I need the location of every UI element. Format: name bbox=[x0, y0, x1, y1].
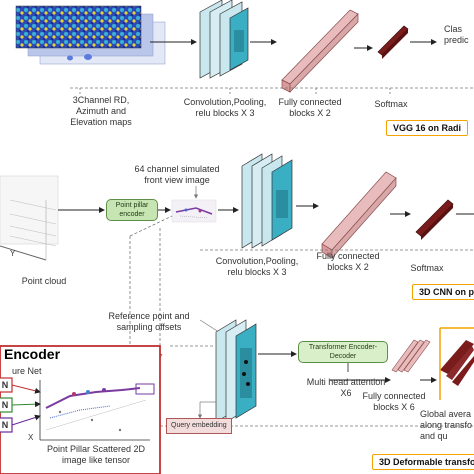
top-conv-label: Convolution,Pooling, relu blocks X 3 bbox=[183, 97, 267, 118]
feature-net-label: ure Net bbox=[12, 366, 42, 376]
middle-fc-bar bbox=[321, 171, 397, 259]
encoder-n1: N bbox=[1, 380, 9, 390]
tag-3d-deformable: 3D Deformable transfo bbox=[372, 454, 474, 470]
axis-y-label: Y bbox=[10, 249, 16, 258]
encoder-axis-x: X bbox=[28, 433, 34, 442]
encoder-n3: N bbox=[1, 420, 9, 430]
tag-vgg16: VGG 16 on Radi bbox=[386, 120, 469, 136]
transformer-box: Transformer Encoder- Decoder bbox=[298, 341, 388, 363]
encoder-n-boxes bbox=[0, 377, 41, 433]
transformer-blocks bbox=[215, 319, 257, 423]
mid-conv-label: Convolution,Pooling, relu blocks X 3 bbox=[215, 256, 299, 277]
global-average-label: Global avera along transfo and qu bbox=[420, 409, 473, 441]
top-fc-label: Fully connected blocks X 2 bbox=[278, 97, 342, 118]
point-pillar-encoder-box: Point pillar encoder bbox=[106, 199, 158, 221]
encoder-scatter-plot bbox=[39, 380, 155, 441]
top-output-label: Clas predic bbox=[444, 24, 469, 45]
point-cloud-label: Point cloud bbox=[21, 276, 67, 286]
encoder-panel-border bbox=[0, 345, 161, 474]
top-softmax-bar bbox=[377, 25, 409, 59]
bottom-fc-blocks bbox=[391, 339, 431, 373]
global-average-bars bbox=[439, 327, 474, 400]
tag-3dcnn: 3D CNN on p bbox=[412, 284, 474, 300]
point-cloud-axes bbox=[0, 175, 59, 261]
mid-softmax-label: Softmax bbox=[410, 263, 444, 273]
ref-point-label: Reference point and sampling offsets bbox=[108, 311, 190, 332]
simulated-front-view bbox=[171, 199, 217, 223]
sim-image-label: 64 channel simulated front view image bbox=[134, 164, 220, 185]
mha-label: Multi head attention X6 bbox=[306, 377, 386, 398]
middle-conv-blocks bbox=[241, 153, 293, 249]
top-softmax-label: Softmax bbox=[374, 99, 408, 109]
mid-fc-label: Fully connected blocks X 2 bbox=[316, 251, 380, 272]
bottom-fc-label: Fully connected blocks X 6 bbox=[362, 391, 426, 412]
encoder-title: Encoder bbox=[4, 346, 61, 362]
top-fc-bar bbox=[281, 9, 359, 93]
middle-softmax-bar bbox=[415, 199, 454, 240]
top-input-label: 3Channel RD, Azimuth and Elevation maps bbox=[70, 95, 132, 127]
encoder-n2: N bbox=[1, 400, 9, 410]
radar-maps-stack bbox=[15, 5, 166, 65]
top-conv-blocks bbox=[199, 0, 249, 79]
query-embedding-box: Query embedding bbox=[166, 418, 232, 434]
scatter-label: Point Pillar Scattered 2D image like ten… bbox=[46, 444, 146, 465]
